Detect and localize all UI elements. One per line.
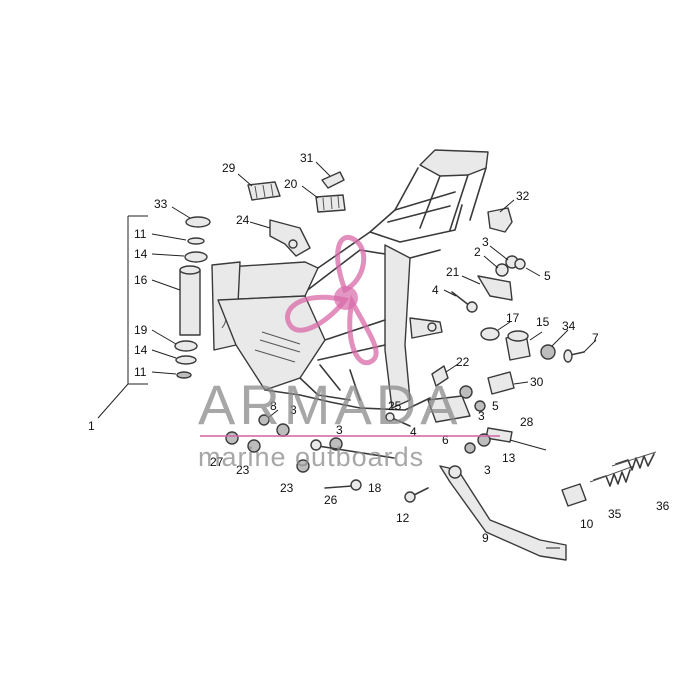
callout-9: 9	[482, 531, 489, 545]
callout-4-right: 4	[432, 283, 439, 297]
watermark-brand: ARMADA	[198, 373, 462, 436]
callout-4-lower: 4	[410, 425, 417, 439]
steering-stack	[174, 216, 211, 379]
callout-15: 15	[536, 315, 550, 329]
callout-8: 8	[270, 399, 277, 413]
callout-3-left: 3	[290, 403, 297, 417]
callout-3-bottom: 3	[484, 463, 491, 477]
callout-11-top: 11	[134, 227, 147, 241]
watermark-tagline: marine outboards	[198, 442, 424, 472]
callout-1: 1	[88, 419, 95, 433]
callout-3-center: 3	[336, 423, 343, 437]
callout-33: 33	[154, 197, 168, 211]
callout-27: 27	[210, 455, 224, 469]
callout-16: 16	[134, 273, 148, 287]
callout-12: 12	[396, 511, 410, 525]
callout-6: 6	[442, 433, 449, 447]
callout-29: 29	[222, 161, 236, 175]
callout-23-center: 23	[280, 481, 294, 495]
callout-32: 32	[516, 189, 530, 203]
callout-17: 17	[506, 311, 520, 325]
callout-13: 13	[502, 451, 516, 465]
callout-31: 31	[300, 151, 314, 165]
callout-7: 7	[592, 331, 599, 345]
callout-3-lower-right: 3	[478, 409, 485, 423]
callout-28: 28	[520, 415, 534, 429]
frame	[211, 149, 489, 411]
callout-26: 26	[324, 493, 338, 507]
callout-30: 30	[530, 375, 544, 389]
callout-5-right: 5	[544, 269, 551, 283]
callout-5-lower: 5	[492, 399, 499, 413]
callout-22: 22	[456, 355, 470, 369]
callout-34: 34	[562, 319, 576, 333]
callout-25: 25	[388, 399, 402, 413]
item-1-bracket	[97, 215, 148, 419]
callout-labels: 1 33 11 14 16 19 14 11 29 31 20 24 32 3 …	[88, 151, 670, 545]
callout-10: 10	[580, 517, 594, 531]
watermark: ARMADA marine outboards	[198, 235, 500, 472]
callout-19: 19	[134, 323, 148, 337]
callout-35: 35	[608, 507, 622, 521]
callout-24: 24	[236, 213, 250, 227]
callout-36: 36	[656, 499, 670, 513]
callout-21: 21	[446, 265, 460, 279]
callout-14-top: 14	[134, 247, 148, 261]
upper-small-parts	[247, 171, 585, 363]
callout-18: 18	[368, 481, 382, 495]
callout-2: 2	[474, 245, 481, 259]
callout-3-right: 3	[482, 235, 489, 249]
callout-20: 20	[284, 177, 298, 191]
callout-14-bottom: 14	[134, 343, 148, 357]
callout-11-bottom: 11	[134, 365, 147, 379]
callout-23-left: 23	[236, 463, 250, 477]
watermark-logo	[285, 235, 379, 366]
leader-lines	[151, 161, 597, 549]
